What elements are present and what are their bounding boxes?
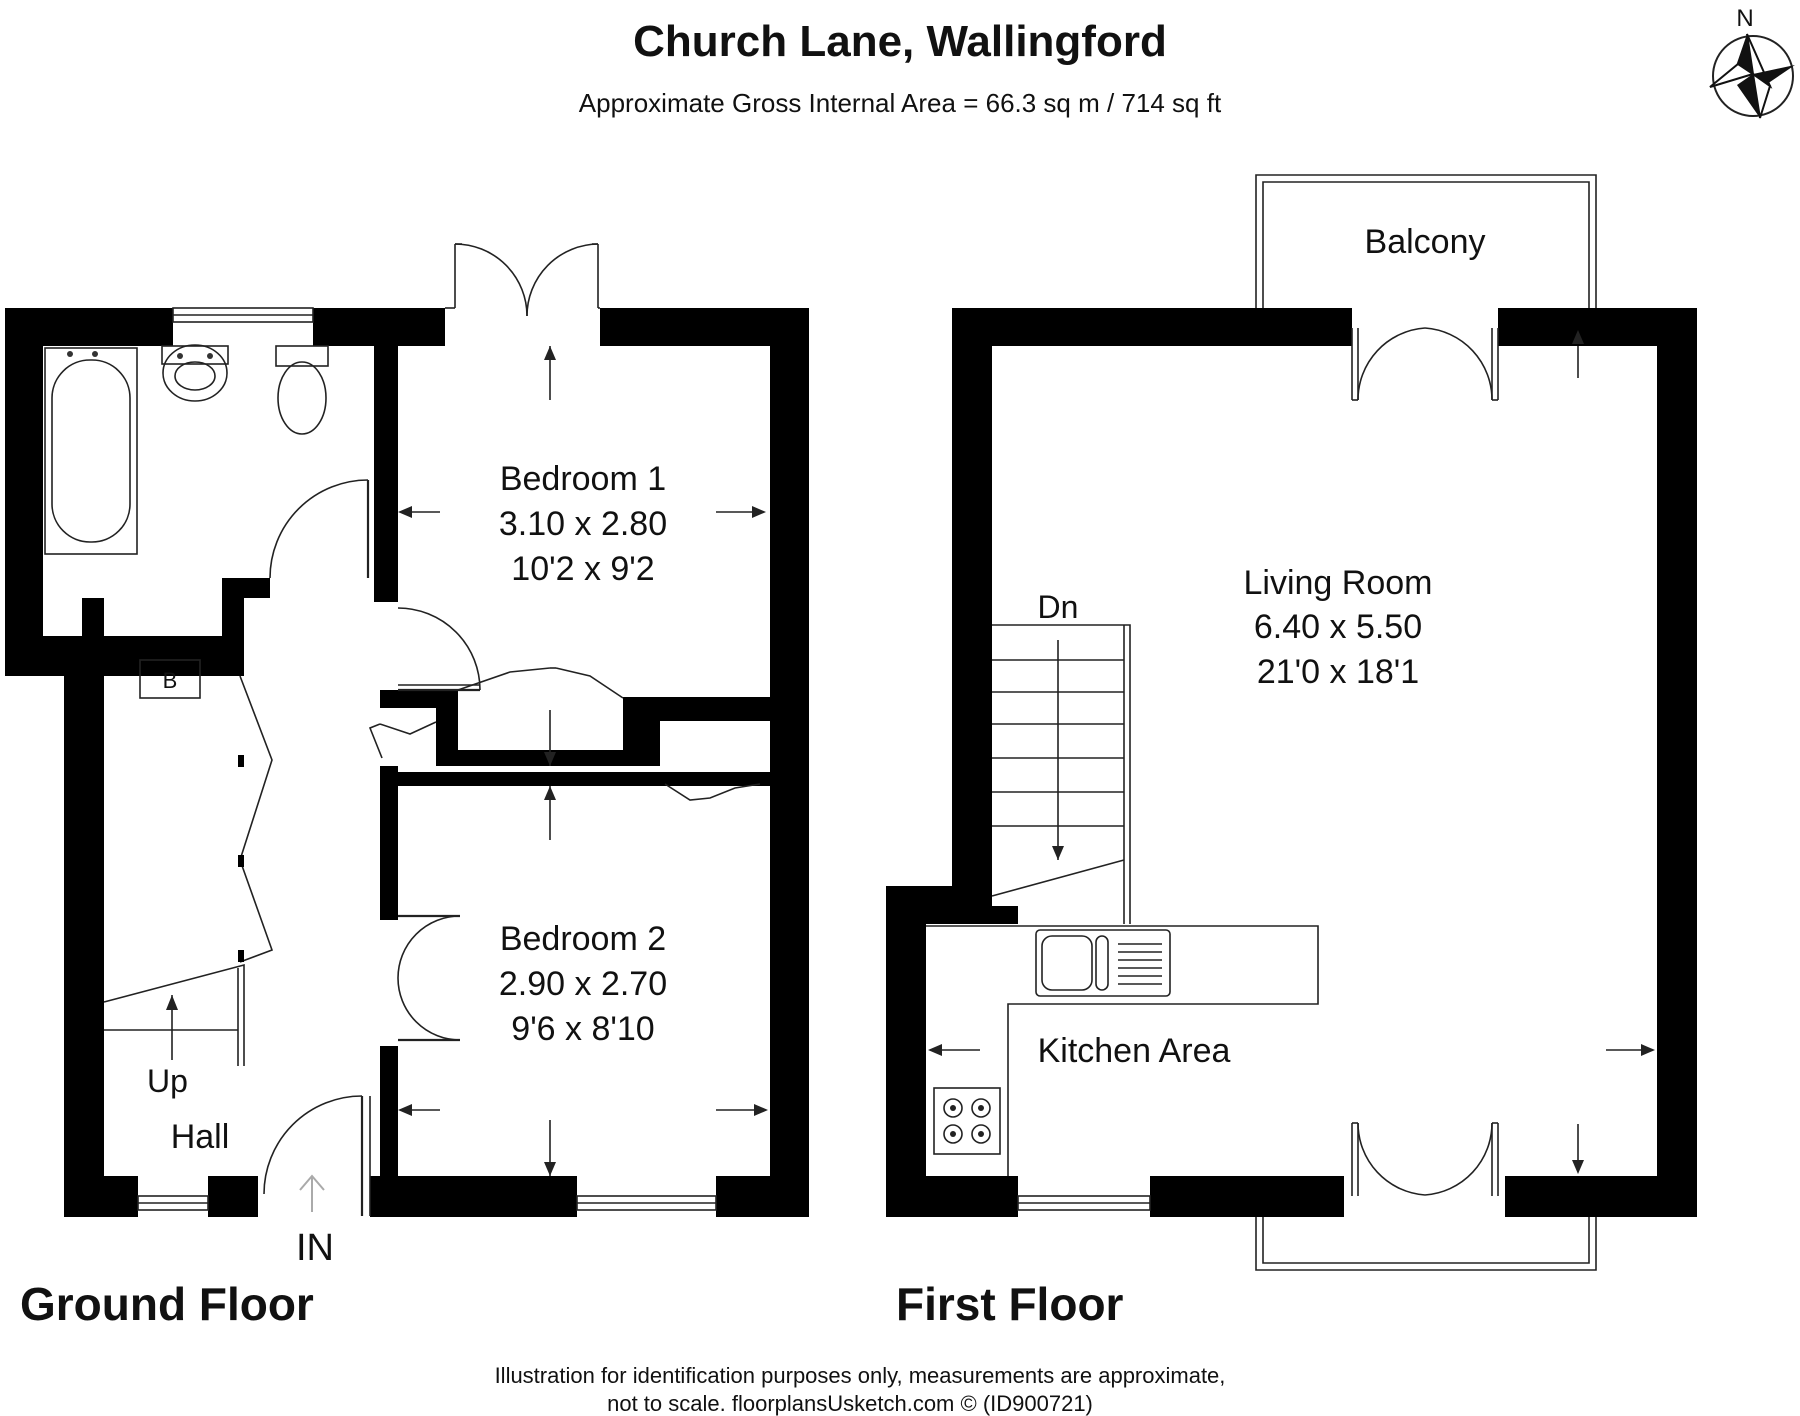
entrance-arrow-icon: [299, 1174, 325, 1212]
room-name-kitchen-area: Kitchen Area: [1038, 1032, 1231, 1070]
cupboard-door: [368, 721, 761, 801]
washbasin-icon: [161, 344, 229, 402]
room-imperial-bedroom-1: 10'2 x 9'2: [511, 550, 654, 588]
hob-icon: [933, 1087, 1001, 1155]
french-door: [1351, 1122, 1499, 1196]
wall: [82, 598, 104, 638]
wall: [952, 308, 992, 896]
entrance-label: IN: [296, 1227, 334, 1269]
wall: [716, 1176, 809, 1217]
stairs-up-label: Up: [147, 1063, 188, 1099]
boiler-label: B: [163, 668, 178, 693]
wall: [436, 690, 458, 766]
room-name-bedroom-2: Bedroom 2: [500, 920, 666, 958]
toilet-icon: [275, 345, 329, 435]
wardrobe-door: [457, 667, 624, 699]
wall: [370, 1176, 577, 1217]
room-imperial-bedroom-2: 9'6 x 8'10: [511, 1010, 654, 1048]
floor-label-ground: Ground Floor: [20, 1278, 314, 1330]
front-door: [263, 1095, 371, 1216]
wall: [380, 1046, 398, 1176]
wall: [398, 772, 770, 786]
first-floor-plan: Balcony: [886, 174, 1697, 1330]
disclaimer-line-1: Illustration for identification purposes…: [495, 1363, 1226, 1388]
dimension-arrows: [928, 330, 1655, 1174]
room-metric-living-room: 6.40 x 5.50: [1254, 608, 1422, 646]
door: [397, 914, 461, 1042]
wall: [1657, 308, 1697, 1217]
door: [397, 607, 481, 692]
wall: [5, 308, 43, 676]
area-summary: Approximate Gross Internal Area = 66.3 s…: [579, 88, 1222, 118]
compass-icon: N: [1709, 5, 1795, 119]
wall: [623, 697, 770, 721]
wall: [374, 346, 398, 602]
room-name-living-room: Living Room: [1244, 564, 1433, 602]
bathtub-icon: [44, 347, 138, 555]
room-imperial-living-room: 21'0 x 18'1: [1257, 653, 1419, 691]
french-door: [445, 243, 600, 317]
staircase: [991, 624, 1131, 924]
room-name-bedroom-1: Bedroom 1: [500, 460, 666, 498]
plan-title: Church Lane, Wallingford: [633, 17, 1167, 66]
wall: [952, 308, 1352, 346]
juliet-balcony: [1255, 1217, 1597, 1271]
door: [269, 479, 370, 579]
wall: [886, 1176, 1018, 1217]
compass-north-label: N: [1736, 5, 1753, 32]
wall: [886, 886, 926, 1217]
stairs-down-label: Dn: [1038, 589, 1079, 625]
ground-floor-plan: B Up IN: [5, 243, 809, 1330]
floor-label-first: First Floor: [896, 1278, 1124, 1330]
wall: [5, 636, 240, 676]
wall: [64, 676, 104, 1217]
wall: [313, 308, 445, 346]
disclaimer-line-2: not to scale. floorplansUsketch.com © (I…: [607, 1391, 1093, 1416]
room-metric-bedroom-1: 3.10 x 2.80: [499, 505, 667, 543]
wall: [1505, 1176, 1697, 1217]
boiler-icon: [139, 659, 201, 699]
room-metric-bedroom-2: 2.90 x 2.70: [499, 965, 667, 1003]
wall: [992, 906, 1018, 924]
dimension-arrows: [398, 346, 768, 1176]
staircase: [103, 963, 245, 1066]
wall: [208, 1176, 258, 1217]
wall: [64, 1176, 138, 1217]
wall: [1150, 1176, 1344, 1217]
wall: [770, 697, 809, 787]
kitchen-counter: [926, 925, 1319, 1176]
wall: [380, 766, 398, 920]
balcony: [1255, 174, 1597, 308]
folding-door: [238, 675, 274, 963]
wall: [222, 578, 244, 676]
french-door: [1351, 327, 1499, 401]
room-name-balcony: Balcony: [1365, 223, 1486, 261]
room-name-hall: Hall: [171, 1118, 230, 1156]
